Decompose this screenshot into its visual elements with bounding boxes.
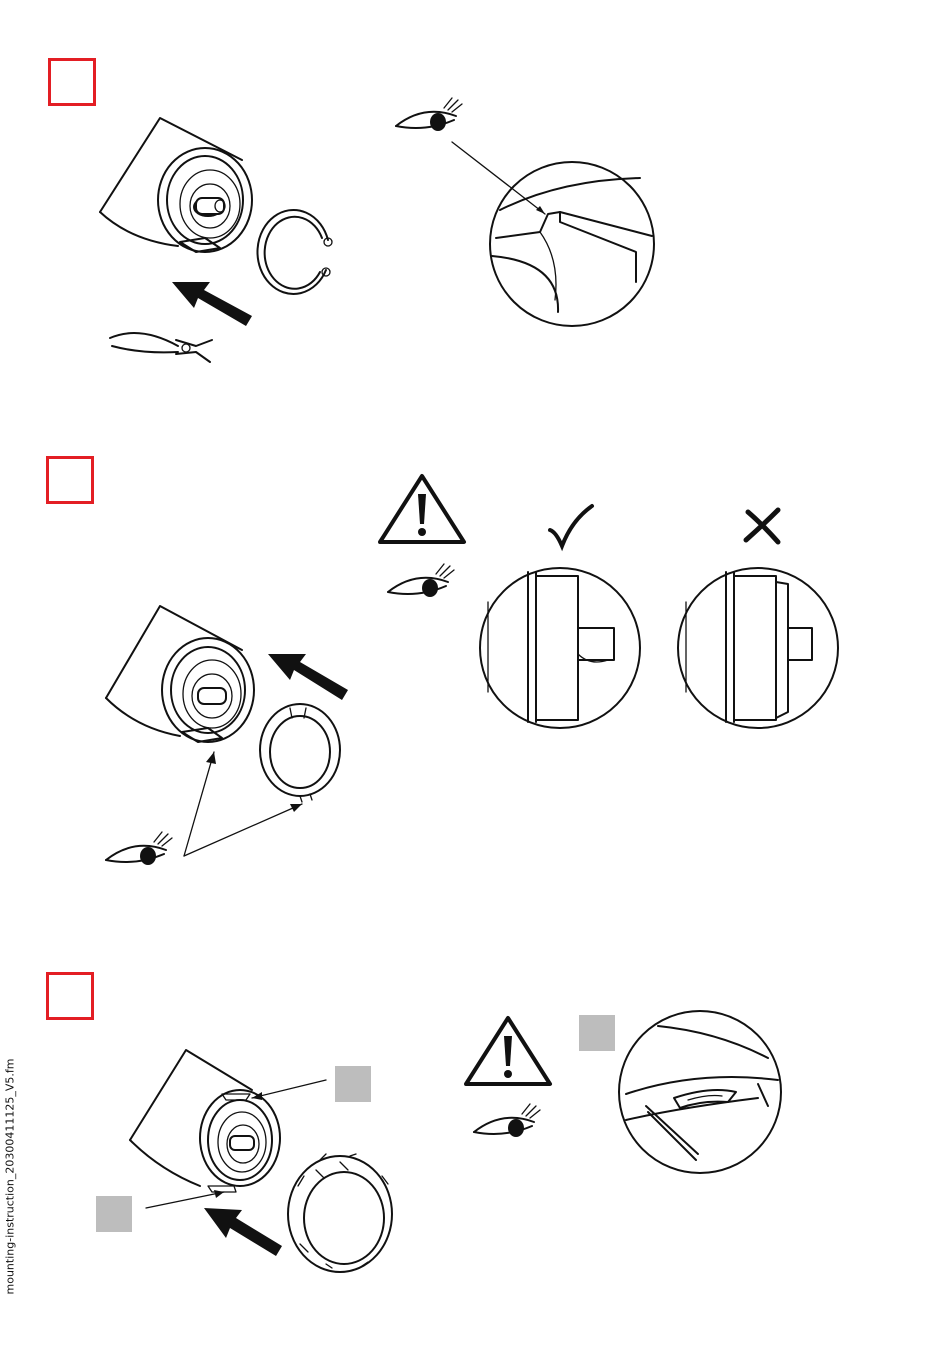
footer-filename: mounting-instruction_20300411125_V5.fm bbox=[4, 1027, 17, 1327]
step-1-eye-icon bbox=[394, 96, 474, 146]
pliers-icon bbox=[110, 333, 212, 362]
callout-marker-detail bbox=[579, 1015, 615, 1051]
step-3-detail-magnified bbox=[618, 1010, 788, 1180]
incorrect-seating-detail bbox=[676, 562, 846, 732]
step-1-box bbox=[48, 58, 96, 106]
step-2-arrow-icon bbox=[268, 654, 348, 700]
callout-marker-a bbox=[335, 1066, 371, 1102]
warning-triangle-icon bbox=[378, 472, 468, 548]
checkmark-icon bbox=[546, 502, 596, 552]
cap-nut-illustration bbox=[288, 1154, 392, 1272]
cross-icon bbox=[742, 506, 786, 546]
step-3-warning-triangle-icon bbox=[464, 1014, 554, 1090]
step-2-box bbox=[46, 456, 94, 504]
step-3-eye-icon bbox=[472, 1102, 552, 1152]
step-1-arrow-icon bbox=[172, 282, 252, 326]
step-3-arrow-icon bbox=[204, 1208, 282, 1256]
correct-seating-detail bbox=[478, 562, 648, 732]
step-2-eye-icon bbox=[104, 830, 184, 880]
sleeve-ring-illustration bbox=[260, 704, 340, 802]
circlip-illustration bbox=[257, 210, 332, 294]
step-3-box bbox=[46, 972, 94, 1020]
callout-marker-b bbox=[96, 1196, 132, 1232]
step-2-detail-eye-icon bbox=[386, 562, 466, 612]
